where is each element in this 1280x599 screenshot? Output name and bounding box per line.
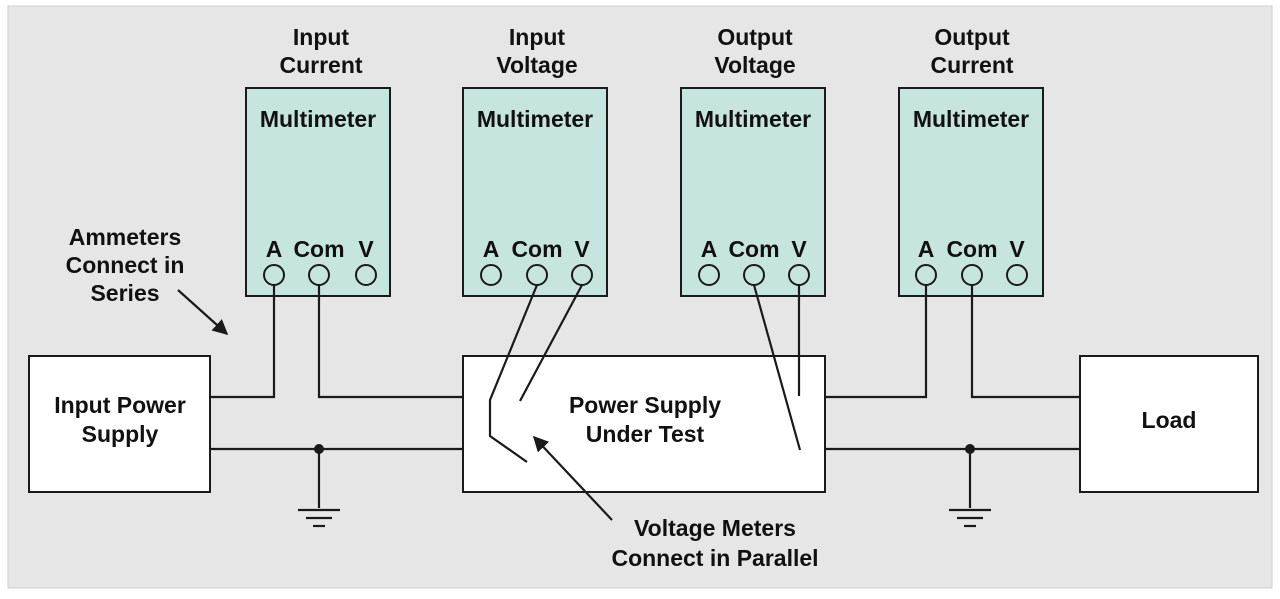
terminal-jack-a bbox=[698, 264, 720, 286]
meter-label-output-voltage-line1: Output bbox=[717, 24, 793, 50]
wire-psut-to-ammeter-a bbox=[825, 285, 928, 399]
terminal-label-com: Com bbox=[511, 236, 562, 262]
input-power-supply-label-line2: Supply bbox=[82, 421, 159, 447]
wire-input-voltage-com-lead bbox=[488, 284, 539, 463]
meter-label-output-current-line2: Current bbox=[930, 52, 1013, 78]
wire-input-to-ammeter-a bbox=[210, 285, 276, 399]
power-supply-under-test-box: Power Supply Under Test bbox=[462, 355, 826, 493]
meter-label-input-current-line1: Input bbox=[293, 24, 350, 50]
meter-label-input-current-line2: Current bbox=[279, 52, 362, 78]
load-box: Load bbox=[1079, 355, 1259, 493]
terminal-label-a: A bbox=[701, 236, 718, 262]
multimeter-output-voltage: Multimeter A Com V bbox=[680, 87, 826, 297]
input-power-supply-label-line1: Input Power bbox=[54, 392, 186, 418]
annotation-ammeters-line1: Ammeters bbox=[69, 224, 182, 250]
terminal-jack-a bbox=[915, 264, 937, 286]
terminal-jack-v bbox=[355, 264, 377, 286]
terminal-jack-com bbox=[526, 264, 548, 286]
terminal-label-a: A bbox=[918, 236, 935, 262]
terminal-jack-v bbox=[788, 264, 810, 286]
psut-label-line2: Under Test bbox=[586, 421, 705, 447]
multimeter-title: Multimeter bbox=[695, 106, 811, 132]
terminal-label-v: V bbox=[574, 236, 590, 262]
arrow-icon bbox=[177, 289, 229, 336]
multimeter-input-current: Multimeter A Com V bbox=[245, 87, 391, 297]
multimeter-title: Multimeter bbox=[913, 106, 1029, 132]
terminal-label-com: Com bbox=[293, 236, 344, 262]
terminal-label-v: V bbox=[1009, 236, 1025, 262]
meter-label-input-voltage-line1: Input bbox=[509, 24, 566, 50]
wire-ammeter-com-to-load bbox=[970, 285, 1080, 399]
junction-dot bbox=[965, 444, 975, 454]
input-power-supply-box: Input Power Supply bbox=[28, 355, 211, 493]
meter-label-output-voltage-line2: Voltage bbox=[714, 52, 795, 78]
wire-ammeter-com-to-psut bbox=[317, 285, 463, 399]
junction-dot bbox=[314, 444, 324, 454]
wire-input-voltage-v-lead bbox=[519, 284, 583, 402]
terminal-jack-a bbox=[263, 264, 285, 286]
multimeter-title: Multimeter bbox=[477, 106, 593, 132]
annotation-voltage-meters-line2: Connect in Parallel bbox=[611, 545, 818, 571]
annotation-voltage-meters-line1: Voltage Meters bbox=[634, 515, 796, 541]
terminal-label-a: A bbox=[483, 236, 500, 262]
arrow-icon bbox=[532, 435, 613, 521]
wire-output-voltage-com-lead bbox=[752, 284, 802, 451]
terminal-label-com: Com bbox=[728, 236, 779, 262]
terminal-jack-com bbox=[743, 264, 765, 286]
terminal-jack-v bbox=[1006, 264, 1028, 286]
annotation-ammeters-line3: Series bbox=[90, 280, 159, 306]
terminal-jack-a bbox=[480, 264, 502, 286]
meter-label-input-voltage-line2: Voltage bbox=[496, 52, 577, 78]
psut-label-line1: Power Supply bbox=[569, 392, 721, 418]
meter-label-output-current-line1: Output bbox=[934, 24, 1010, 50]
terminal-label-com: Com bbox=[946, 236, 997, 262]
terminal-label-v: V bbox=[358, 236, 374, 262]
terminal-label-a: A bbox=[266, 236, 283, 262]
diagram-background bbox=[7, 5, 1273, 589]
annotation-ammeters-line2: Connect in bbox=[66, 252, 185, 278]
terminal-jack-com bbox=[308, 264, 330, 286]
ground-icon bbox=[949, 508, 991, 528]
load-label: Load bbox=[1142, 407, 1197, 433]
multimeter-title: Multimeter bbox=[260, 106, 376, 132]
multimeter-output-current: Multimeter A Com V bbox=[898, 87, 1044, 297]
terminal-jack-com bbox=[961, 264, 983, 286]
terminal-jack-v bbox=[571, 264, 593, 286]
ground-icon bbox=[298, 508, 340, 528]
terminal-label-v: V bbox=[791, 236, 807, 262]
multimeter-input-voltage: Multimeter A Com V bbox=[462, 87, 608, 297]
